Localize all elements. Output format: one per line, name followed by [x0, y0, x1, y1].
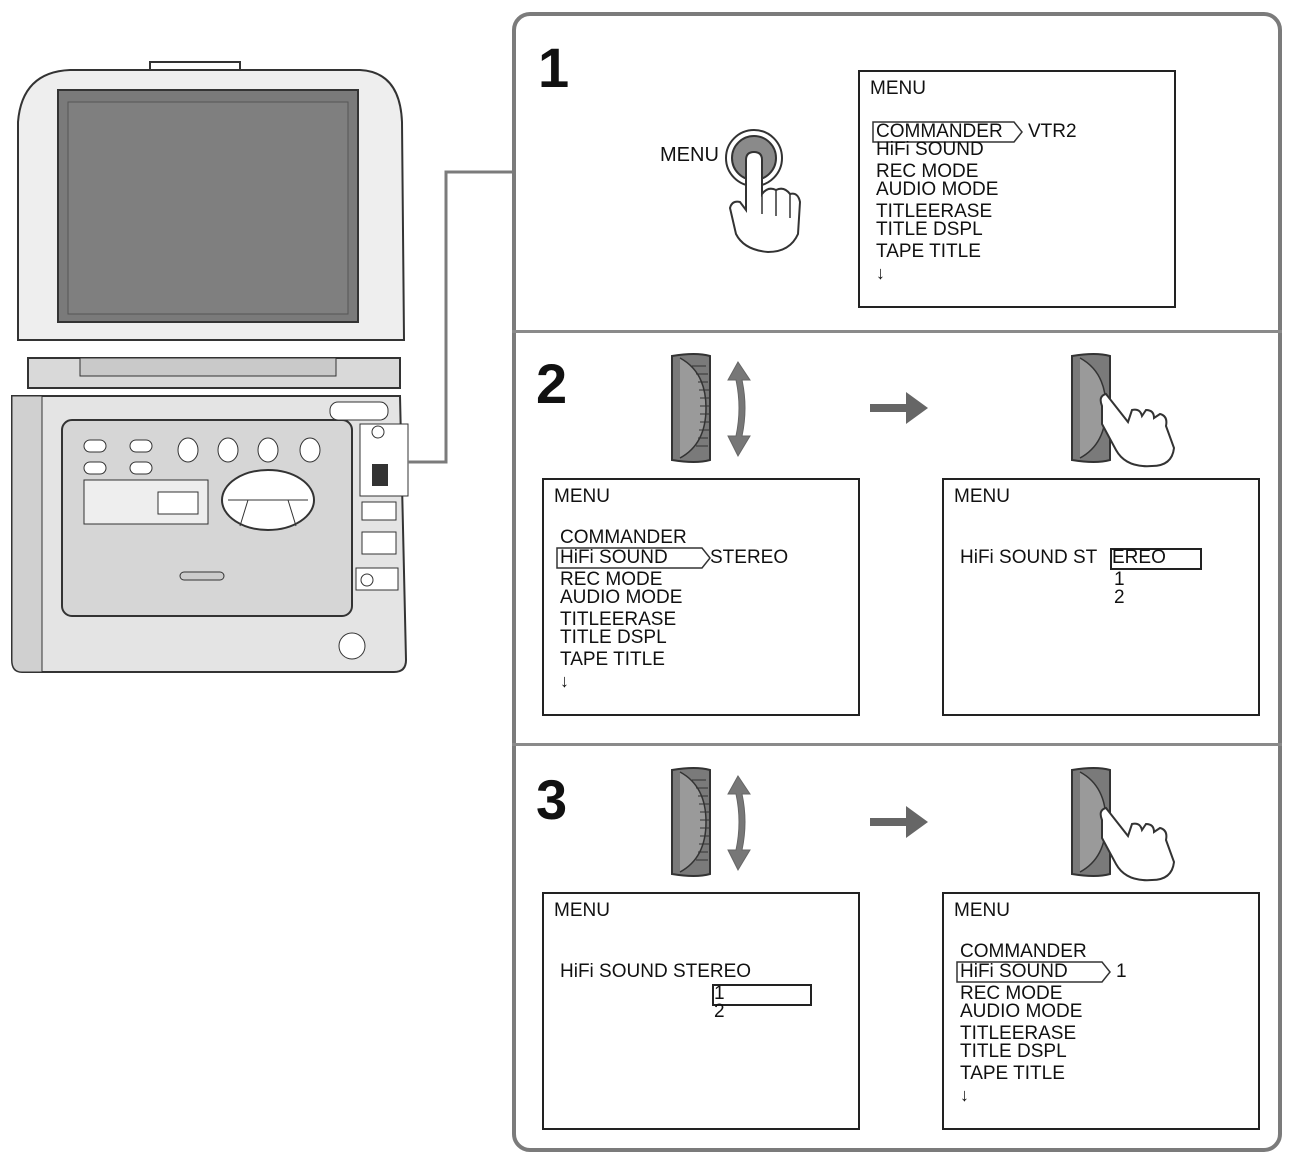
menu-item: COMMANDER [876, 121, 1003, 142]
more-indicator-icon: ↓ [876, 263, 885, 283]
menu-item: COMMANDER [560, 527, 687, 548]
right-arrow-icon [870, 392, 928, 424]
vcr-device-illustration [11, 61, 514, 673]
menu-item: REC MODE [876, 161, 979, 182]
step-number-1: 1 [538, 36, 570, 99]
control-dial-press-icon [1071, 353, 1176, 468]
option-item: 2 [1114, 587, 1125, 608]
option-selection-box [712, 984, 812, 1006]
more-indicator-icon: ↓ [960, 1085, 969, 1105]
highlight-value: STEREO [710, 547, 789, 568]
setting-label: HiFi SOUND ST [960, 547, 1098, 568]
option-item: 2 [714, 1001, 725, 1022]
menu-screen-step3-left: MENU HiFi SOUND STEREO 1 2 [542, 892, 860, 1130]
menu-item: HiFi SOUND [876, 139, 984, 160]
setting-label: HiFi SOUND STEREO [560, 961, 752, 982]
highlight-value: VTR2 [1028, 121, 1077, 142]
option-selection-box [1110, 548, 1202, 570]
menu-screen-step2-left: MENU COMMANDER HiFi SOUND STEREO REC MOD… [542, 478, 860, 716]
menu-item: TITLEERASE [960, 1023, 1077, 1044]
right-arrow-icon [870, 806, 928, 838]
screen-title: MENU [954, 486, 1010, 507]
menu-item: HiFi SOUND [960, 961, 1068, 982]
menu-item: TITLE DSPL [960, 1041, 1067, 1062]
control-dial-rotate-icon [671, 353, 751, 463]
menu-item: TITLEERASE [560, 609, 677, 630]
menu-item: TITLE DSPL [560, 627, 667, 648]
step-divider-1 [512, 330, 1282, 333]
option-item: 1 [1114, 569, 1125, 590]
menu-item: TITLE DSPL [876, 219, 983, 240]
option-item: EREO [1112, 547, 1166, 568]
screen-title: MENU [954, 900, 1010, 921]
menu-screen-step1: MENU COMMANDER VTR2 HiFi SOUND REC MODE … [858, 70, 1176, 308]
menu-item: TAPE TITLE [560, 649, 665, 670]
menu-item: REC MODE [560, 569, 663, 590]
menu-item: HiFi SOUND [560, 547, 668, 568]
step-divider-2 [512, 743, 1282, 746]
menu-item: TAPE TITLE [876, 241, 981, 262]
option-item: 1 [714, 983, 725, 1004]
menu-button-press-icon [725, 129, 802, 254]
menu-item: AUDIO MODE [960, 1001, 1083, 1022]
menu-item: REC MODE [960, 983, 1063, 1004]
more-indicator-icon: ↓ [560, 671, 569, 691]
menu-item: COMMANDER [960, 941, 1087, 962]
screen-title: MENU [870, 78, 926, 99]
menu-item: TITLEERASE [876, 201, 993, 222]
screen-title: MENU [554, 900, 610, 921]
highlight-outline [872, 121, 1023, 143]
highlight-outline [556, 547, 711, 569]
menu-screen-step3-right: MENU COMMANDER HiFi SOUND 1 REC MODE AUD… [942, 892, 1260, 1130]
control-dial-press-icon [1071, 767, 1176, 882]
menu-button-label: MENU [660, 144, 719, 166]
menu-item: AUDIO MODE [876, 179, 999, 200]
step-number-3: 3 [536, 768, 568, 831]
menu-item: TAPE TITLE [960, 1063, 1065, 1084]
highlight-value: 1 [1116, 961, 1127, 982]
control-dial-rotate-icon [671, 767, 751, 877]
highlight-outline [956, 961, 1111, 983]
step-number-2: 2 [536, 352, 568, 415]
screen-title: MENU [554, 486, 610, 507]
menu-item: AUDIO MODE [560, 587, 683, 608]
menu-screen-step2-right: MENU HiFi SOUND ST EREO 1 2 [942, 478, 1260, 716]
